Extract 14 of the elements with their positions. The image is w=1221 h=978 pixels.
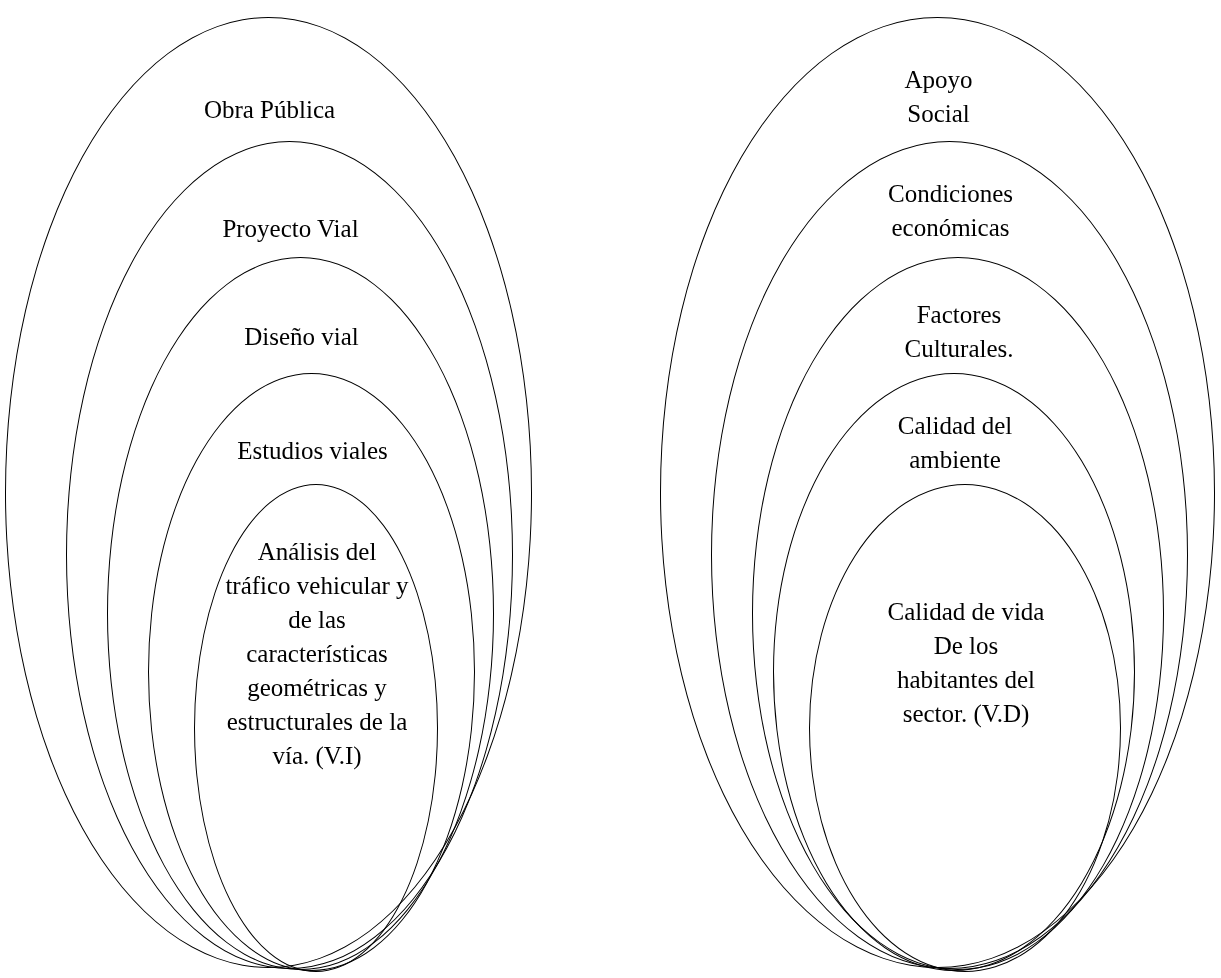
ellipse (107, 257, 494, 970)
ellipse-label: Factores Culturales. (903, 300, 1015, 364)
ellipse-label: Diseño vial (243, 322, 360, 352)
ellipse-label: Apoyo Social (903, 65, 974, 129)
ellipse-label: Proyecto Vial (221, 214, 360, 244)
ellipse (773, 373, 1135, 971)
ellipse-label: Condiciones económicas (887, 179, 1014, 243)
ellipse-label: Calidad del ambiente (896, 411, 1014, 475)
ellipse (752, 257, 1164, 970)
ellipse-label: Estudios viales (236, 436, 389, 466)
ellipse-label: Análisis del tráfico vehicular y de las características geométricas y estructurales de la vía. (V.I) (224, 537, 410, 772)
ellipse-label: Obra Pública (202, 95, 337, 125)
ellipse (66, 141, 513, 969)
ellipse-label: Calidad de vida De los habitantes del sector. (V.D) (886, 597, 1046, 730)
